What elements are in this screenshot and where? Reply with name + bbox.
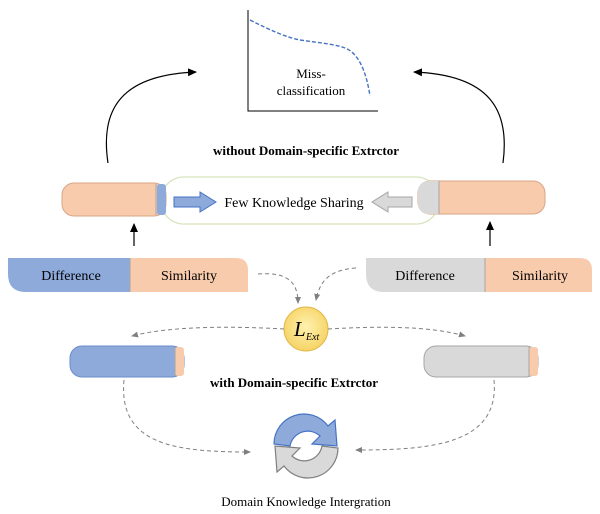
caption-with-extractor: with Domain-specific Extrctor [210,375,378,390]
right-dashed-to-loss [314,267,357,301]
loss-subscript: Ext [305,332,320,343]
loss-node: L Ext [283,306,329,352]
right-dashed-to-integration [355,379,495,453]
plot-curve [249,19,371,97]
right-feature-bar: Difference Similarity [366,258,592,292]
loss-to-right-dashed [327,326,466,338]
loss-to-left-dashed [131,326,285,338]
left-curve-arrow [105,68,197,164]
left-dashed-to-loss [257,273,301,304]
loss-symbol: L [293,317,306,341]
left-feature-vector-bottom [69,345,185,378]
right-difference-label: Difference [395,269,455,284]
left-difference-label: Difference [41,269,101,284]
plot-label-line1: Miss- [296,66,326,81]
right-curve-arrow [413,68,505,164]
cycle-icon [273,413,339,479]
right-feature-vector-bottom [423,345,539,378]
integration-caption: Domain Knowledge Intergration [221,494,391,509]
right-similarity-label: Similarity [512,269,568,284]
caption-without-extractor: without Domain-specific Extrctor [213,143,399,158]
few-knowledge-sharing-label: Few Knowledge Sharing [224,196,363,211]
left-feature-bar: Difference Similarity [8,258,248,292]
blue-block-arrow [173,191,217,213]
left-feature-vector-top [61,182,167,217]
right-feature-vector-top [417,180,546,215]
left-similarity-label: Similarity [161,269,217,284]
plot-label-line2: classification [277,83,346,98]
misclassification-plot: Miss- classification [247,10,378,112]
plot-axes [247,10,378,112]
left-dashed-to-integration [123,379,251,455]
gray-block-arrow [371,191,413,213]
